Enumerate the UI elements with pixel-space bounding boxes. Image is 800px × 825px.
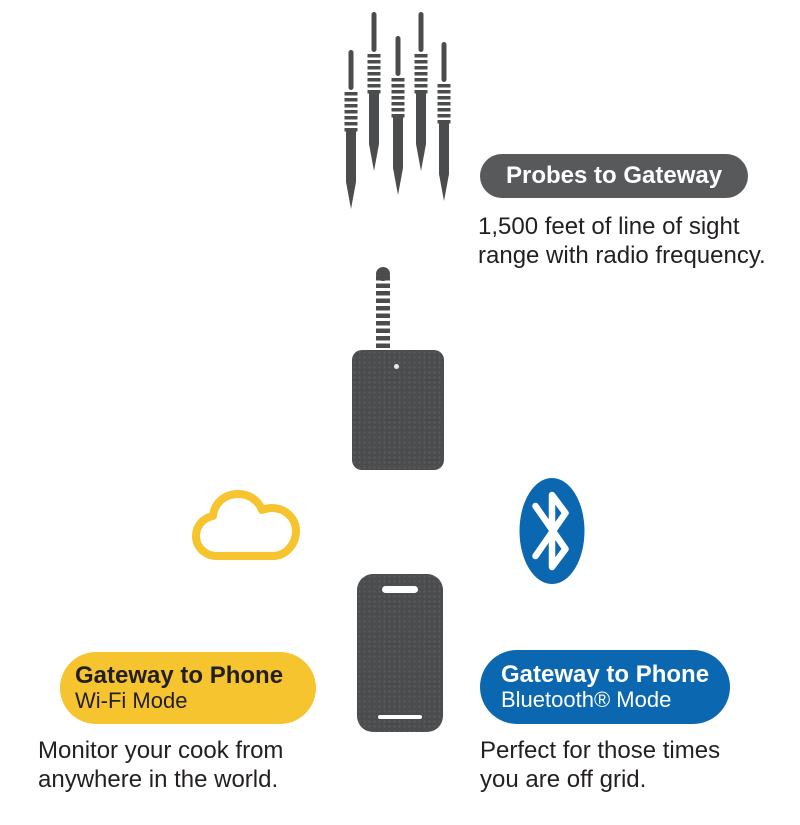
probes-cluster-icon [344, 12, 451, 209]
bluetooth-description: Perfect for those times you are off grid… [480, 737, 721, 793]
wifi-badge-title: Gateway to Phone [75, 662, 284, 689]
probe-icon [437, 42, 451, 201]
probe-icon [367, 12, 381, 171]
wifi-cloud-icon [192, 490, 300, 560]
probe-icon [391, 36, 405, 195]
gateway-device-icon [352, 350, 444, 470]
wifi-mode-badge: Gateway to Phone Wi-Fi Mode [60, 652, 316, 724]
bluetooth-mode-badge: Gateway to Phone Bluetooth® Mode [480, 650, 730, 724]
phone-icon [357, 574, 443, 732]
bluetooth-badge-mode: Bluetooth® Mode [501, 687, 672, 712]
probe-icon [414, 12, 428, 171]
phone-speaker-slot [382, 586, 418, 593]
phone-home-bar [378, 715, 422, 719]
bluetooth-icon [519, 478, 585, 584]
probes-to-gateway-badge: Probes to Gateway [480, 154, 749, 198]
wifi-badge-mode: Wi-Fi Mode [75, 688, 188, 713]
gateway-led-dot [394, 364, 399, 369]
wifi-description: Monitor your cook from anywhere in the w… [38, 737, 284, 793]
probe-icon [344, 50, 358, 209]
gateway-antenna-icon [376, 267, 390, 360]
bluetooth-badge-title: Gateway to Phone [501, 661, 710, 688]
probes-description: 1,500 feet of line of sight range with r… [478, 213, 766, 269]
probes-to-gateway-badge-label: Probes to Gateway [506, 162, 723, 189]
